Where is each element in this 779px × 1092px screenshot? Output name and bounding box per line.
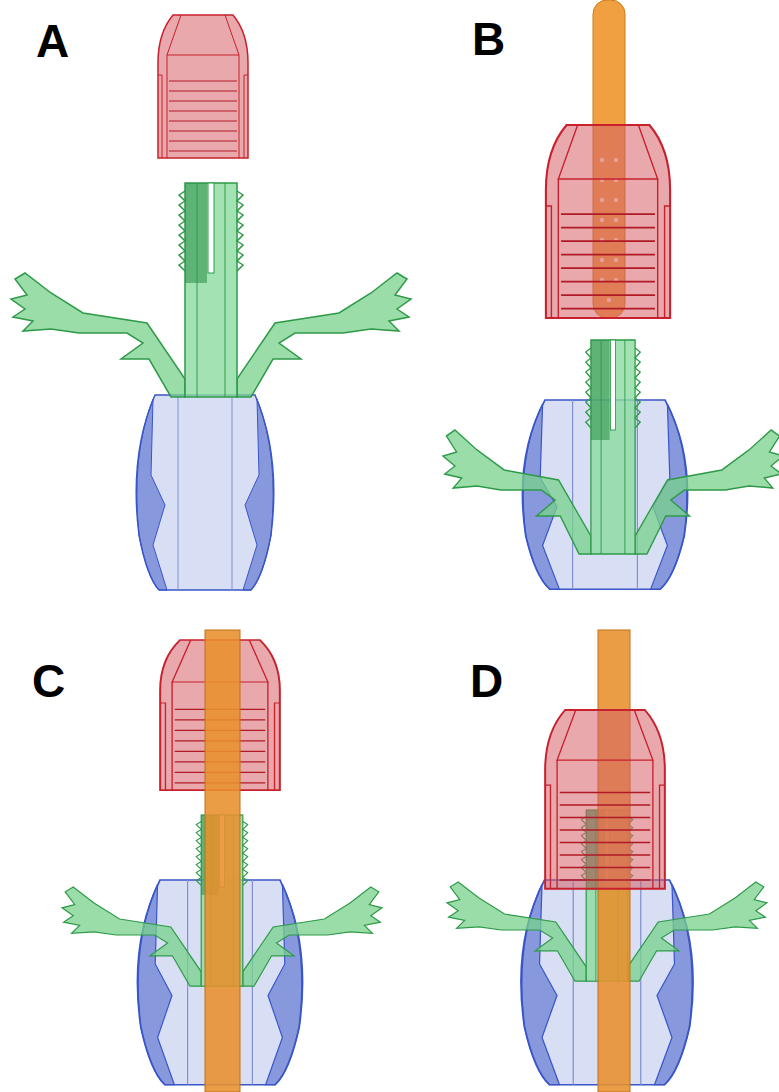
panel-letter: A xyxy=(36,18,69,64)
panel-letter: C xyxy=(32,658,65,704)
panel-letter: B xyxy=(472,16,505,62)
panel-letter: D xyxy=(470,658,503,704)
